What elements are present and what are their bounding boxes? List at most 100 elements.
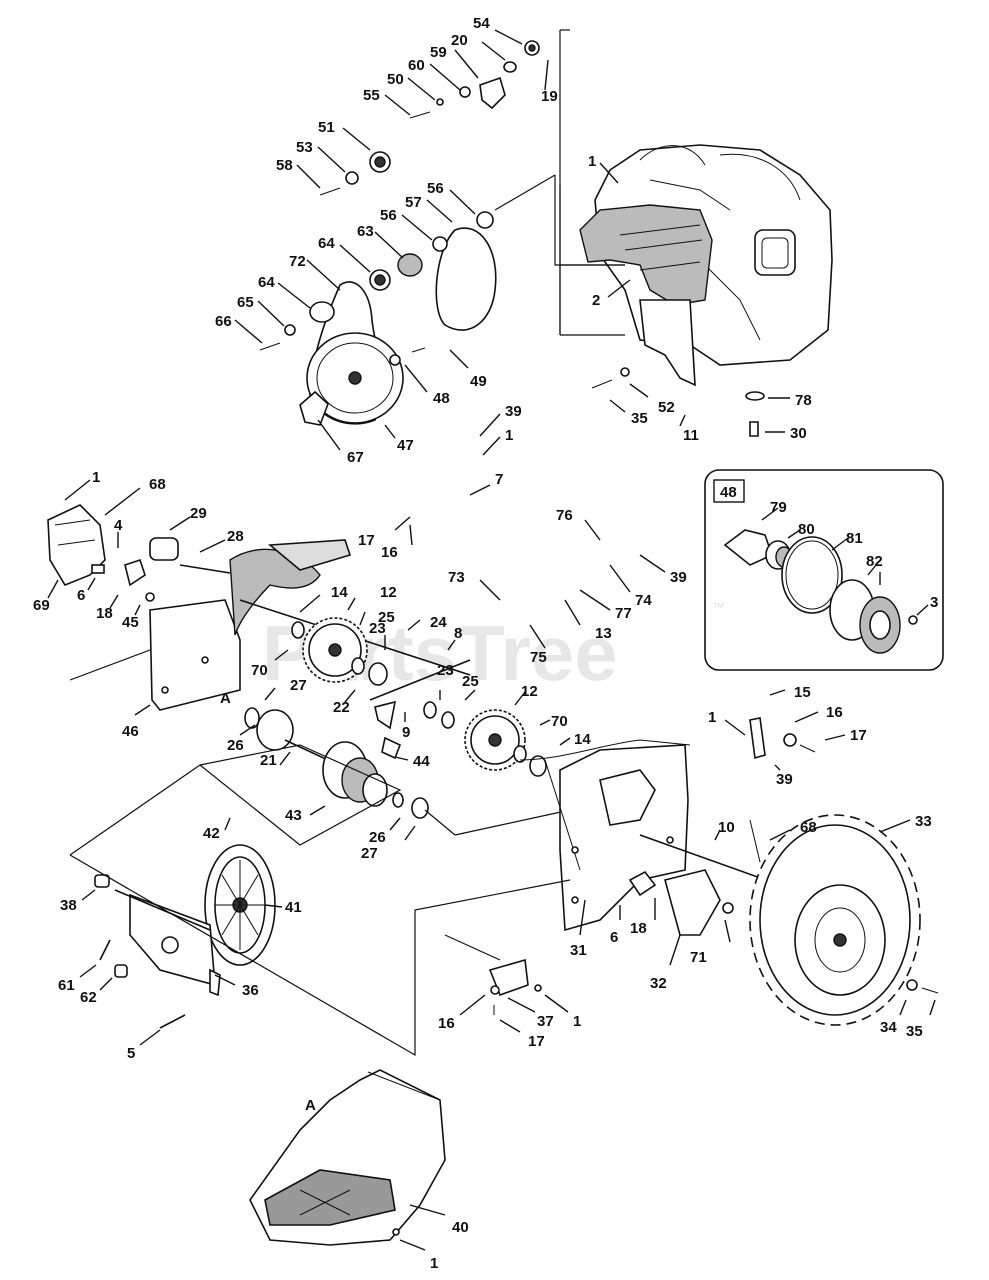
callout: 78 xyxy=(795,392,812,409)
callout: 10 xyxy=(718,819,735,836)
callout: 61 xyxy=(58,977,75,994)
callout: 40 xyxy=(452,1219,469,1236)
section-marker: A xyxy=(305,1097,316,1114)
callout: 68 xyxy=(800,819,817,836)
callout: 34 xyxy=(880,1019,897,1036)
callout: 28 xyxy=(227,528,244,545)
callout: 17 xyxy=(358,532,375,549)
callout: 1 xyxy=(92,469,100,486)
callout: 7 xyxy=(495,471,503,488)
callout: 20 xyxy=(451,32,468,49)
callout: 64 xyxy=(258,274,275,291)
callout: 54 xyxy=(473,15,490,32)
callout: 18 xyxy=(96,605,113,622)
callout: 56 xyxy=(427,180,444,197)
callout: 42 xyxy=(203,825,220,842)
housing-plate-left xyxy=(149,599,241,711)
callout: 57 xyxy=(405,194,422,211)
callout: 79 xyxy=(770,499,787,516)
callout: 4 xyxy=(114,517,123,534)
callout: 17 xyxy=(850,727,867,744)
callout: 1 xyxy=(430,1255,438,1272)
callout: 65 xyxy=(237,294,254,311)
callout: 6 xyxy=(610,929,618,946)
callout: 13 xyxy=(595,625,612,642)
callout: 14 xyxy=(331,584,348,601)
callout: 52 xyxy=(658,399,675,416)
callout: 15 xyxy=(794,684,811,701)
callout: 37 xyxy=(537,1013,554,1030)
callout: 48 xyxy=(433,390,450,407)
callout: 64 xyxy=(318,235,335,252)
callout: 35 xyxy=(906,1023,923,1040)
callout: 77 xyxy=(615,605,632,622)
callout: 36 xyxy=(242,982,259,999)
callout: 43 xyxy=(285,807,302,824)
callout: 16 xyxy=(381,544,398,561)
callout: 38 xyxy=(60,897,77,914)
callout: 14 xyxy=(574,731,591,748)
section-marker: A xyxy=(220,690,231,707)
drive-wheel xyxy=(204,844,276,966)
wheel-assembly xyxy=(749,814,939,1026)
callout: 11 xyxy=(683,427,699,444)
callout: 73 xyxy=(448,569,465,586)
callout: 74 xyxy=(635,592,652,609)
callout: 41 xyxy=(285,899,302,916)
callout: 9 xyxy=(402,724,410,741)
callout: 2 xyxy=(592,292,600,309)
callout: 68 xyxy=(149,476,166,493)
callout: 35 xyxy=(631,410,648,427)
callout: 16 xyxy=(826,704,843,721)
inset-label: 48 xyxy=(720,484,737,501)
callout: 66 xyxy=(215,313,232,330)
pulleys xyxy=(259,211,494,426)
callout: 47 xyxy=(397,437,414,454)
callout: 59 xyxy=(430,44,447,61)
callout: 33 xyxy=(915,813,932,830)
callout: 49 xyxy=(470,373,487,390)
callout: 16 xyxy=(438,1015,455,1032)
callout: 81 xyxy=(846,530,863,547)
inset-48: 48 xyxy=(704,469,944,671)
callout: 70 xyxy=(551,713,568,730)
callout: 44 xyxy=(413,753,430,770)
callout: 25 xyxy=(378,609,395,626)
gears xyxy=(291,617,547,777)
callout: 53 xyxy=(296,139,313,156)
callout: 80 xyxy=(798,521,815,538)
bracket-11 xyxy=(639,299,696,387)
callout: 58 xyxy=(276,157,293,174)
callout: 17 xyxy=(528,1033,545,1050)
callout: 24 xyxy=(430,614,447,631)
callout: 76 xyxy=(556,507,573,524)
housing-plate-right xyxy=(559,744,689,932)
callout: 8 xyxy=(454,625,462,642)
callout: 18 xyxy=(630,920,647,937)
callout: 12 xyxy=(380,584,397,601)
callout: 71 xyxy=(690,949,707,966)
callout: 39 xyxy=(505,403,522,420)
callout: 67 xyxy=(347,449,364,466)
callout: 5 xyxy=(127,1045,135,1062)
callout: 1 xyxy=(708,709,716,726)
callout: 22 xyxy=(333,699,350,716)
skid-plate xyxy=(249,1069,446,1246)
watermark-tm: ™ xyxy=(712,600,725,615)
callout: 56 xyxy=(380,207,397,224)
callout: 1 xyxy=(588,153,596,170)
callout: 30 xyxy=(790,425,807,442)
idler-hardware xyxy=(319,40,540,196)
callout: 27 xyxy=(290,677,307,694)
callout: 23 xyxy=(369,620,386,637)
leader-lines xyxy=(47,29,936,1251)
callout: 82 xyxy=(866,553,883,570)
callout: 21 xyxy=(260,752,277,769)
callout: 39 xyxy=(776,771,793,788)
callout: 26 xyxy=(369,829,386,846)
callout: 45 xyxy=(122,614,139,631)
callout: 72 xyxy=(289,253,306,270)
callout: 23 xyxy=(437,662,454,679)
callout: 19 xyxy=(541,88,558,105)
